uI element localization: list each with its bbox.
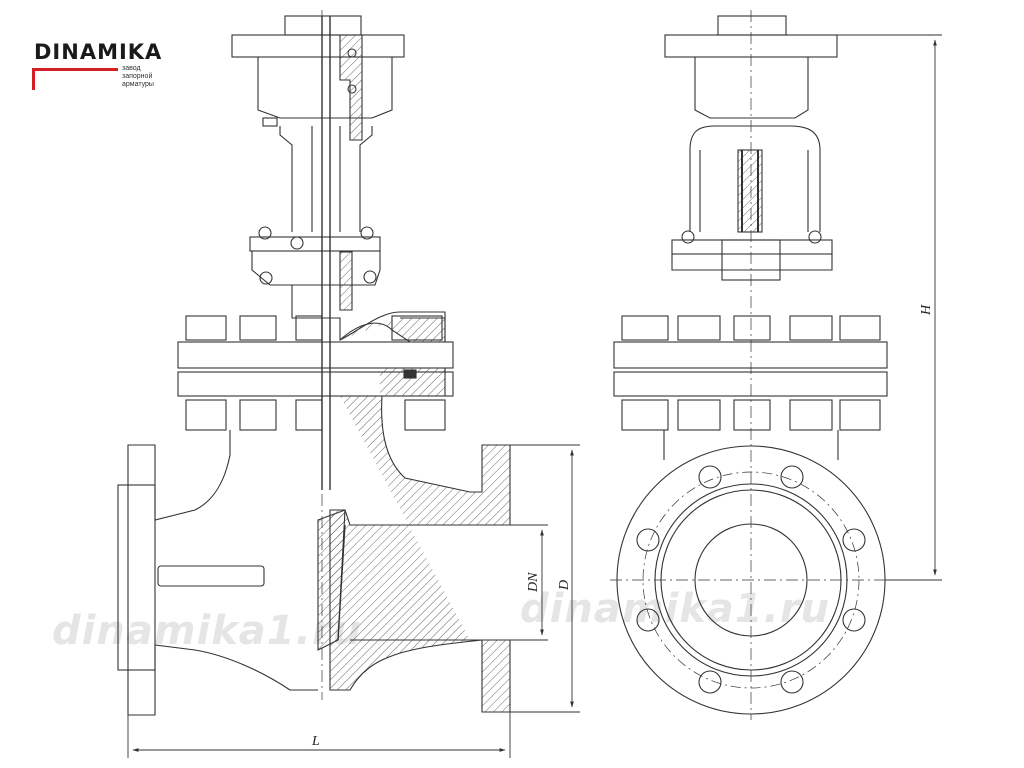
dim-nominal-diameter-label: DN bbox=[526, 572, 541, 593]
yoke-lug bbox=[262, 117, 278, 127]
front-upper-nuts bbox=[185, 315, 443, 341]
front-lower-nuts bbox=[185, 399, 446, 431]
valve-body-left bbox=[127, 430, 318, 716]
left-flange-face bbox=[117, 484, 156, 671]
side-flange-upper bbox=[613, 341, 888, 369]
dim-height-label: H bbox=[919, 304, 934, 316]
body-slot bbox=[157, 565, 265, 587]
bonnet-flange-lower bbox=[177, 371, 454, 397]
side-upper-nuts bbox=[621, 315, 881, 341]
logo-accent-bar bbox=[32, 68, 118, 71]
brand-logo: DINAMIKA завод запорной арматуры bbox=[30, 38, 170, 98]
brand-name: DINAMIKA bbox=[34, 40, 163, 64]
side-view bbox=[610, 10, 895, 720]
side-flange-lower bbox=[613, 371, 888, 397]
top-plate bbox=[231, 34, 405, 58]
brand-subtitle-line: арматуры bbox=[122, 81, 154, 88]
side-flange-bolt-holes bbox=[636, 465, 866, 694]
watermark-left: dinamika1.ru bbox=[52, 608, 363, 654]
brand-subtitle-line: запорной bbox=[122, 73, 153, 80]
front-view bbox=[117, 10, 511, 716]
side-gland-flange bbox=[671, 239, 833, 255]
dim-flange-diameter-label: D bbox=[557, 580, 572, 591]
gland-flange bbox=[249, 236, 381, 252]
front-dimensions bbox=[127, 444, 580, 758]
dim-length-label: L bbox=[311, 734, 320, 749]
valve-body-section bbox=[329, 395, 511, 713]
bonnet-flange-upper bbox=[177, 341, 454, 369]
side-dimensions bbox=[837, 34, 942, 581]
brand-subtitle-line: завод bbox=[122, 65, 141, 72]
top-cap bbox=[284, 15, 362, 36]
actuator-housing bbox=[257, 57, 393, 119]
side-lower-nuts bbox=[621, 399, 881, 431]
logo-accent-bar-vertical bbox=[32, 68, 35, 90]
brand-subtitle: завод запорной арматуры bbox=[122, 65, 154, 89]
